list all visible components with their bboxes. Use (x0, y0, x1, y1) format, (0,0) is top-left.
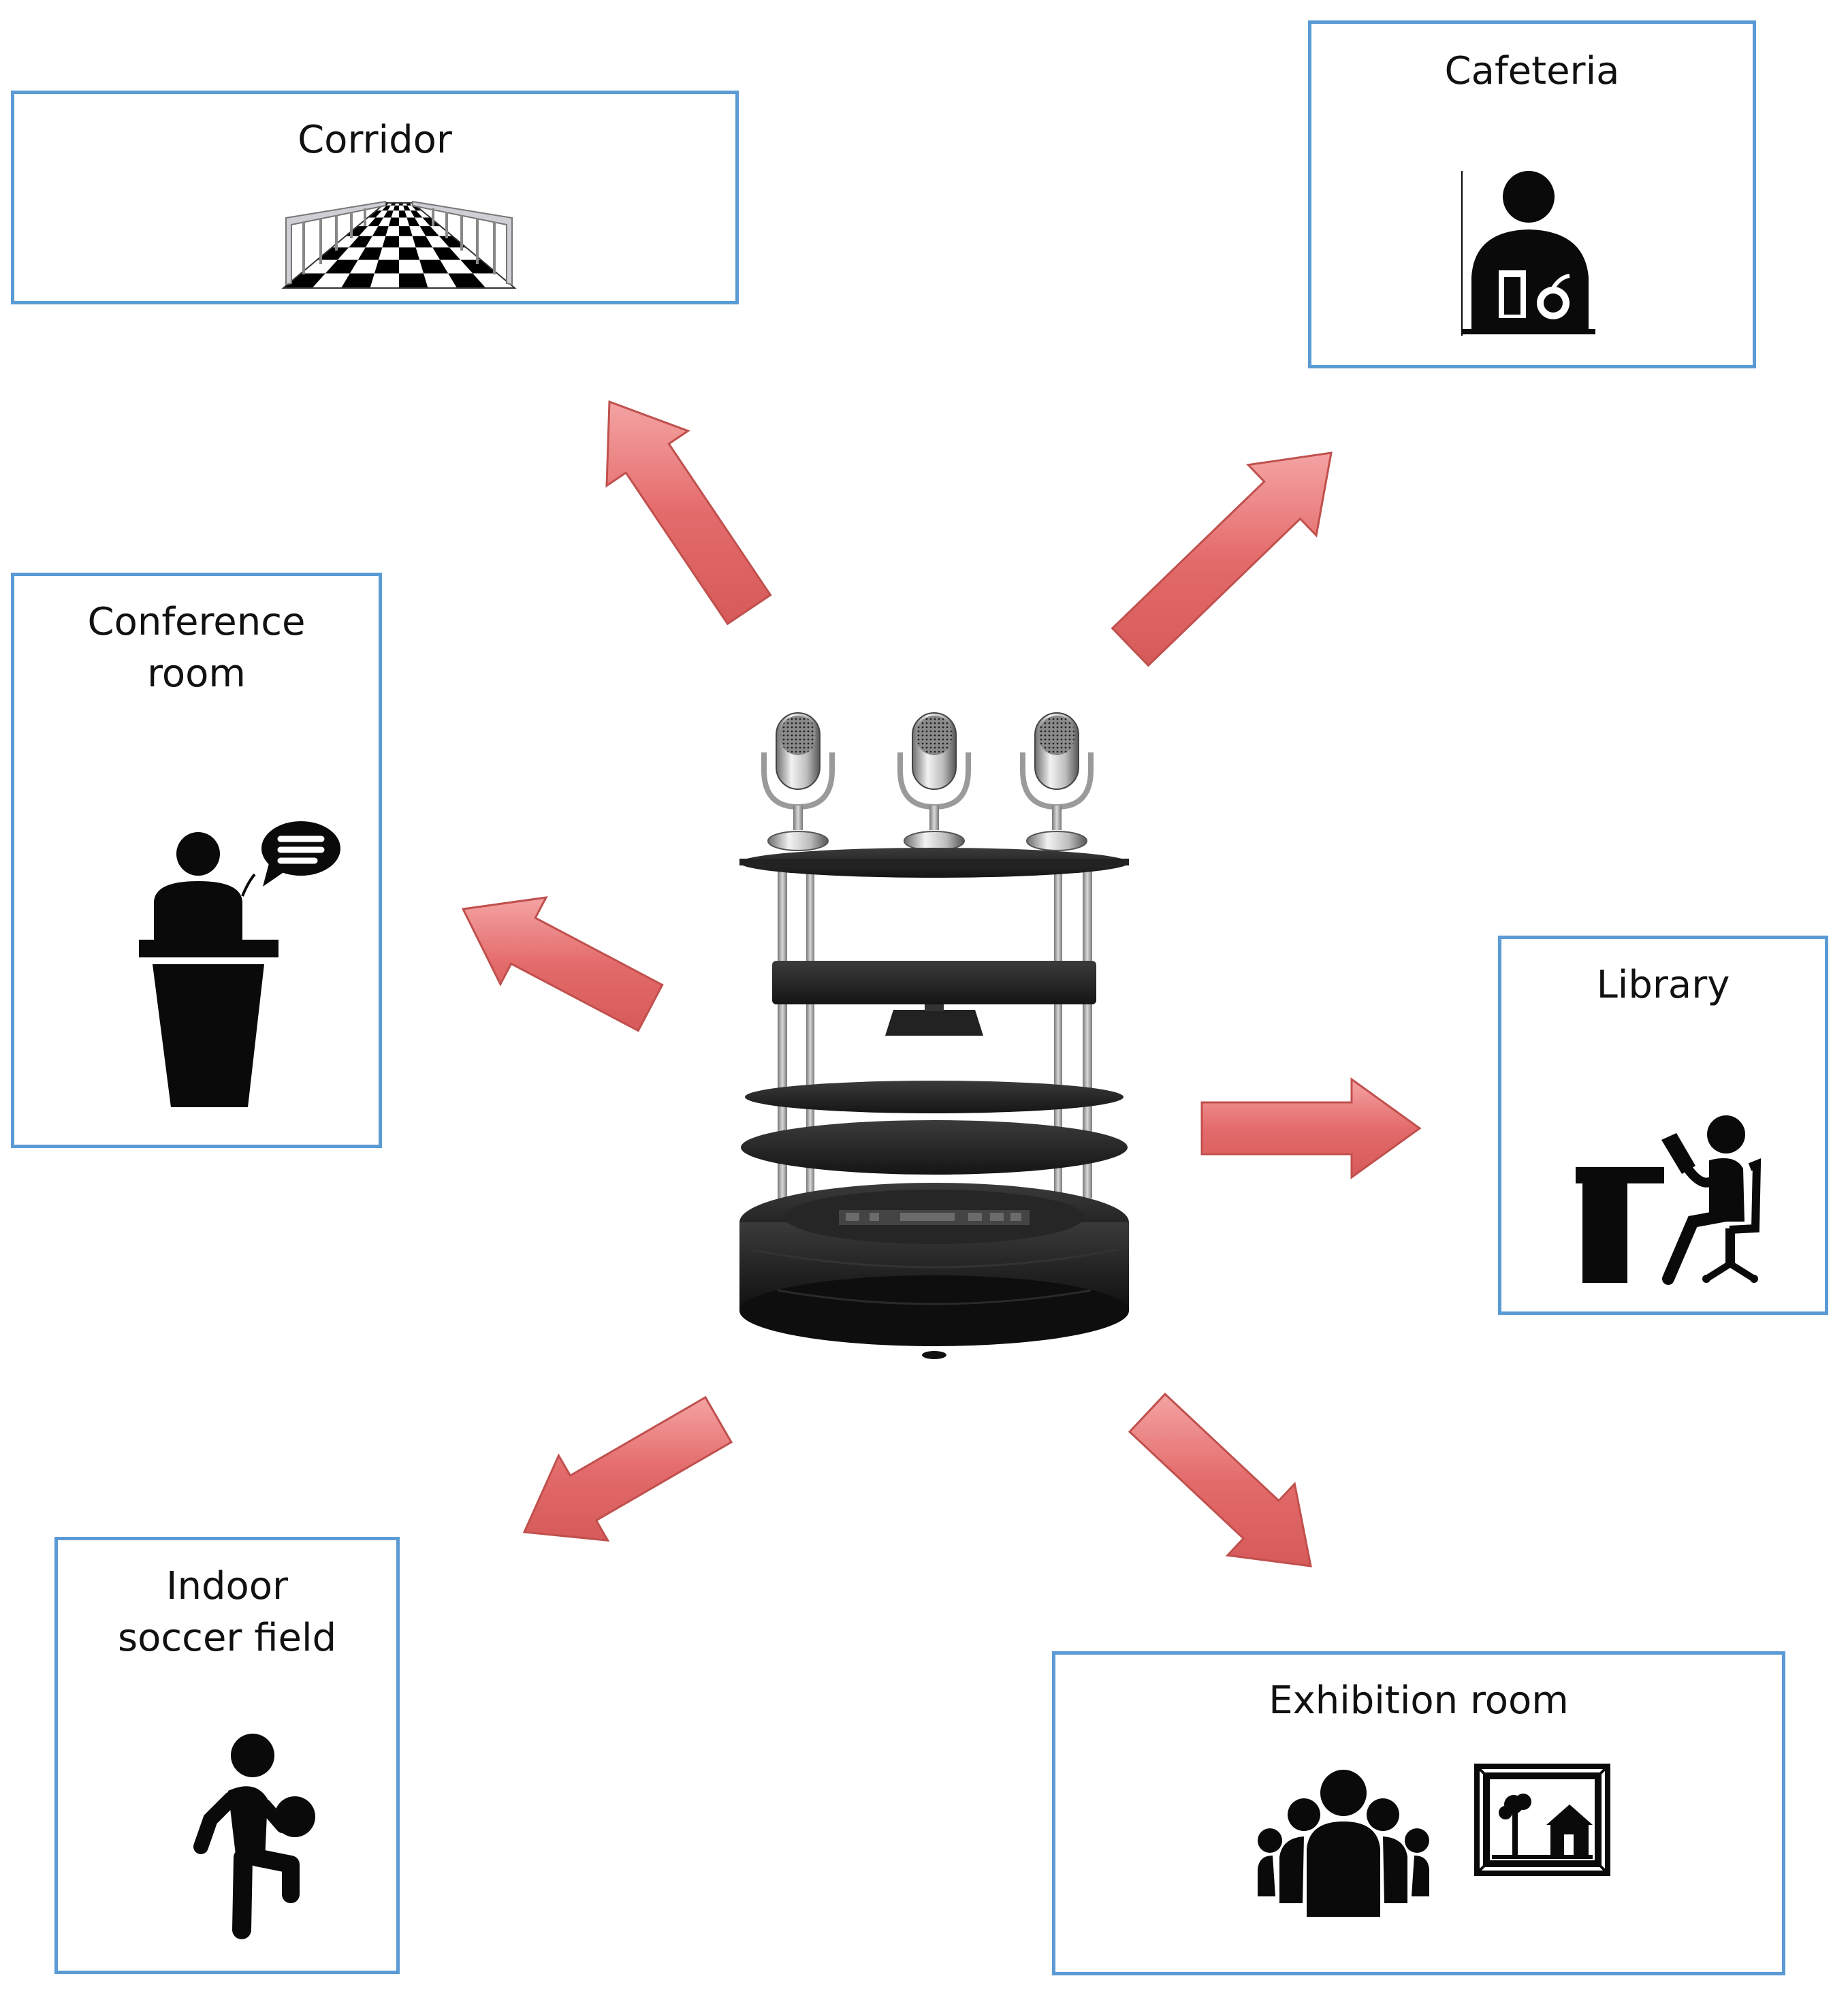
location-box-library: Library (1498, 936, 1828, 1315)
soccer-player-icon (193, 1734, 315, 1939)
corridor-checkerboard-icon (281, 200, 517, 289)
location-label-cafeteria: Cafeteria (1444, 49, 1620, 93)
location-box-soccer: Indoor soccer field (54, 1537, 400, 1974)
arrow-to-soccer (522, 1396, 733, 1542)
person-reading-at-desk-icon (1576, 1115, 1762, 1285)
framed-picture-icon (1474, 1764, 1610, 1876)
robot-with-microphones (737, 705, 1132, 1359)
location-box-conference: Conference room (11, 573, 382, 1148)
arrow-to-exhibition (1128, 1393, 1312, 1568)
location-box-cafeteria: Cafeteria (1308, 20, 1756, 368)
person-eating-icon (1461, 171, 1595, 336)
arrow-to-corridor (605, 400, 772, 626)
microphone-icon (761, 712, 835, 851)
arrow-to-conference (461, 896, 664, 1032)
location-box-exhibition: Exhibition room (1052, 1651, 1785, 1975)
arrow-to-cafeteria (1111, 451, 1333, 667)
arrow-to-library (1200, 1077, 1422, 1179)
location-label-soccer: Indoor soccer field (117, 1564, 337, 1660)
location-box-corridor: Corridor (11, 91, 739, 304)
microphone-icon (897, 712, 971, 851)
location-label-corridor: Corridor (298, 118, 452, 162)
speaker-at-podium-icon (139, 821, 340, 1107)
microphone-icon (1020, 712, 1094, 851)
location-label-conference: Conference room (87, 600, 306, 696)
location-label-exhibition: Exhibition room (1269, 1678, 1569, 1723)
crowd-icon (1258, 1770, 1429, 1917)
location-label-library: Library (1596, 963, 1730, 1007)
